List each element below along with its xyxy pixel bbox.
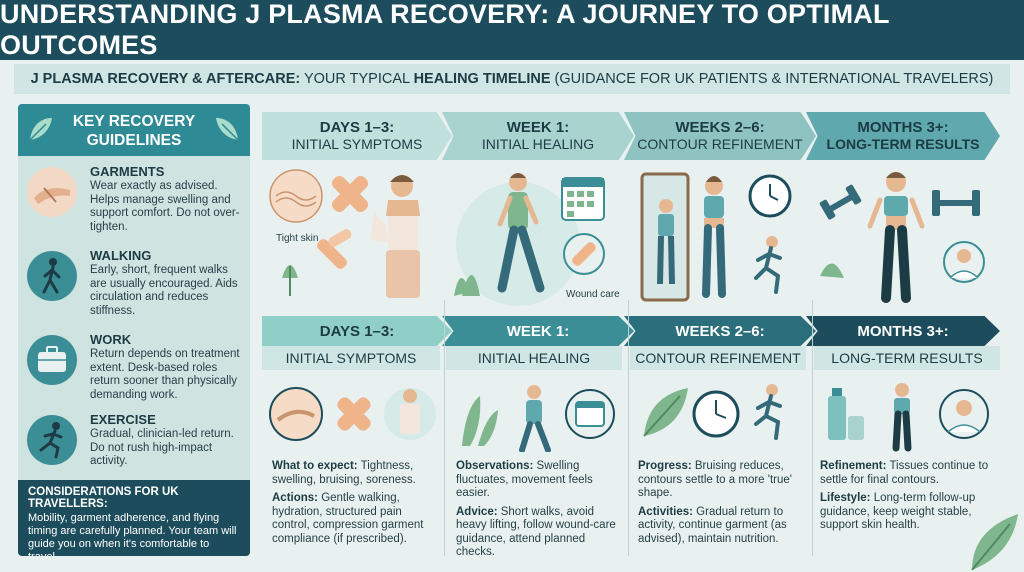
subtitle-part-c: HEALING TIMELINE (413, 71, 551, 87)
illustration-contour-refinement (640, 172, 792, 302)
sidebar-heading: KEY RECOVERY GUIDELINES (18, 104, 250, 156)
stage-period: DAYS 1–3: (319, 119, 395, 136)
decorative-leaves-icon (971, 514, 1018, 570)
desc-text: Gradual return to activity, continue gar… (638, 505, 787, 545)
guide-body: Gradual, clinician-led return. Do not ru… (90, 428, 234, 467)
guide-body: Early, short, frequent walks are usually… (90, 264, 238, 317)
guide-title: WORK (90, 332, 132, 347)
guide-body: Return depends on treatment extent. Desk… (90, 348, 240, 401)
illustration-small-refinement (643, 384, 782, 440)
desc-text: Tissues continue to settle for final con… (820, 460, 989, 486)
timeline-top-week-1: WEEK 1: INITIAL HEALING (442, 112, 634, 160)
column-divider (628, 300, 629, 556)
desc-text: Gentle walking, hydration, structured pa… (272, 492, 424, 545)
column-divider (812, 300, 813, 556)
timeline-top-weeks-2-6: WEEKS 2–6: CONTOUR REFINEMENT (624, 112, 816, 160)
timeline-bottom-week-1: WEEK 1: (442, 316, 634, 346)
desc-label: Actions: (272, 492, 318, 504)
guide-title: EXERCISE (90, 412, 156, 427)
walking-person-icon (27, 251, 77, 301)
guide-title: GARMENTS (90, 164, 165, 179)
timeline-bottom-months-3: MONTHS 3+: (806, 316, 1000, 346)
hand-garment-icon (27, 167, 77, 217)
desc-text: Long-term follow-up guidance, keep weigh… (820, 492, 976, 531)
stage-period: MONTHS 3+: (857, 119, 949, 136)
illustration-initial-healing (454, 173, 605, 306)
stage-description-days-1-3: What to expect: Tightness, swelling, bru… (272, 460, 440, 551)
desc-label: Advice: (456, 505, 498, 518)
tight-skin-label: Tight skin (276, 233, 319, 244)
stage-label: LONG-TERM RESULTS (826, 136, 980, 152)
page-title: UNDERSTANDING J PLASMA RECOVERY: A JOURN… (0, 0, 1024, 60)
subtitle-part-a: J PLASMA RECOVERY & AFTERCARE: (30, 71, 301, 87)
sidebar-heading-line-2: GUIDELINES (86, 132, 182, 149)
illustration-initial-symptoms (269, 169, 420, 298)
illustration-small-symptoms (269, 387, 436, 441)
uk-travellers-box: CONSIDERATIONS FOR UK TRAVELLERS: Mobili… (18, 480, 250, 556)
page-subtitle: J PLASMA RECOVERY & AFTERCARE: YOUR TYPI… (14, 64, 1010, 94)
stage-period: WEEKS 2–6: (675, 119, 765, 136)
stage-period: WEEK 1: (506, 119, 570, 136)
guide-body: Wear exactly as advised. Helps manage sw… (90, 180, 240, 233)
sidebar-heading-line-1: KEY RECOVERY (72, 113, 196, 130)
desc-text: Tightness, swelling, bruising, soreness. (272, 460, 416, 486)
desc-label: Activities: (638, 505, 693, 518)
column-divider (444, 300, 445, 556)
desc-text: Short walks, avoid heavy lifting, follow… (456, 505, 616, 559)
recovery-guidelines-sidebar: KEY RECOVERY GUIDELINES GARMENTS Wear ex… (18, 104, 250, 556)
uk-travellers-title: CONSIDERATIONS FOR UK TRAVELLERS: (28, 486, 179, 510)
desc-label: Progress: (638, 460, 692, 472)
wound-care-label: Wound care (566, 289, 620, 300)
stage-description-week-1: Observations: Swelling fluctuates, movem… (456, 460, 622, 565)
stage-label: INITIAL HEALING (446, 346, 622, 370)
running-person-icon (27, 415, 77, 465)
stage-label: INITIAL HEALING (481, 136, 595, 152)
subtitle-part-b: YOUR TYPICAL (300, 71, 414, 87)
subtitle-part-d: (GUIDANCE FOR UK PATIENTS & INTERNATIONA… (550, 71, 994, 87)
leaf-icon (216, 118, 239, 141)
stage-description-months-3: Refinement: Tissues continue to settle f… (820, 460, 992, 538)
timeline-top-months-3: MONTHS 3+: LONG-TERM RESULTS (806, 112, 1000, 160)
stage-label: INITIAL SYMPTOMS (262, 346, 440, 370)
stage-label: LONG-TERM RESULTS (814, 346, 1000, 370)
stage-label: INITIAL SYMPTOMS (291, 136, 423, 152)
timeline-bottom-days-1-3: DAYS 1–3: (262, 316, 452, 346)
stage-label: CONTOUR REFINEMENT (637, 136, 803, 152)
desc-label: Lifestyle: (820, 492, 871, 504)
stage-label: CONTOUR REFINEMENT (630, 346, 806, 370)
desc-text: Swelling fluctuates, movement feels easi… (456, 460, 593, 499)
briefcase-icon (27, 335, 77, 385)
desc-label: What to expect: (272, 460, 358, 472)
leaf-icon (29, 118, 52, 141)
stage-description-weeks-2-6: Progress: Bruising reduces, contours set… (638, 460, 804, 551)
desc-text: Bruising reduces, contours settle to a m… (638, 460, 792, 499)
uk-travellers-body: Mobility, garment adherence, and flying … (28, 512, 237, 556)
illustration-small-healing (462, 385, 615, 452)
timeline-top-days-1-3: DAYS 1–3: INITIAL SYMPTOMS (262, 112, 452, 160)
illustration-long-term-results (819, 172, 985, 303)
illustration-small-results (828, 383, 989, 452)
timeline-bottom-weeks-2-6: WEEKS 2–6: (624, 316, 816, 346)
desc-label: Refinement: (820, 460, 887, 472)
guide-title: WALKING (90, 248, 152, 263)
desc-label: Observations: (456, 460, 534, 472)
